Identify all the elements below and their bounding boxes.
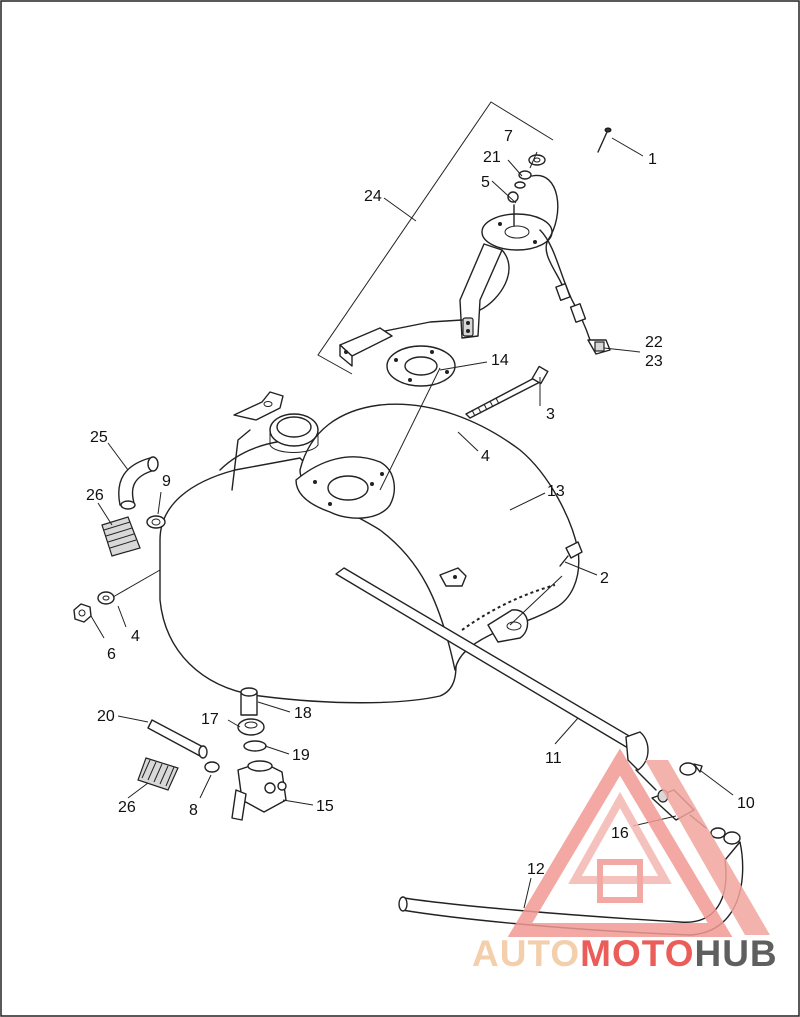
automotohub-watermark-logo: AUTOMOTOHUB [472,748,778,974]
callout-12: 12 [527,861,545,878]
hose-clamp-upper [146,515,166,529]
callout-2: 2 [600,570,609,587]
callout-23: 23 [645,353,663,370]
callout-14: 14 [491,352,509,369]
callout-25: 25 [90,429,108,446]
callout-4-lower: 4 [131,628,140,645]
callout-4-upper: 4 [481,448,490,465]
spring-guard-upper [101,516,141,557]
callout-5: 5 [481,174,490,191]
gasket [386,345,456,387]
callout-20: 20 [97,708,115,725]
vent-tube [335,567,657,791]
callout-8: 8 [189,802,198,819]
callout-13: 13 [547,483,565,500]
callout-21: 21 [483,149,501,166]
callout-9: 9 [162,473,171,490]
callout-11: 11 [545,750,562,767]
callout-22: 22 [645,334,663,351]
callout-15: 15 [316,798,334,815]
washer-lower [97,591,115,605]
callout-6: 6 [107,646,116,663]
callout-19: 19 [292,747,310,764]
leader-lines [90,137,734,909]
screw [597,127,612,153]
hose-clamp-lower [204,761,220,773]
callout-labels: 1 2 3 4 4 5 6 7 8 9 10 11 12 13 14 15 16… [86,128,755,878]
crossover-hose [118,456,159,510]
spring-guard-lower [137,757,179,791]
petcock-adapter [240,687,258,716]
callout-7: 7 [504,128,513,145]
callout-24: 24 [364,188,382,205]
fuel-petcock [231,760,287,821]
fuel-tank [159,391,580,704]
nut [237,718,265,736]
callout-26-lower: 26 [118,799,136,816]
callout-18: 18 [294,705,312,722]
o-ring [243,740,267,752]
hose-clamp [679,762,703,776]
mounting-bolt [465,365,549,419]
callout-3: 3 [546,406,555,423]
callout-16: 16 [611,825,629,842]
callout-10: 10 [737,795,755,812]
callout-26-upper: 26 [86,487,104,504]
fuel-gauge-sending-unit-kit [317,101,611,375]
callout-1: 1 [648,151,657,168]
callout-17: 17 [201,711,219,728]
hex-nut [73,603,92,623]
fuel-line-hose [147,719,208,759]
tank-mounting-screw [559,541,583,567]
watermark-text: AUTOMOTOHUB [472,933,778,974]
